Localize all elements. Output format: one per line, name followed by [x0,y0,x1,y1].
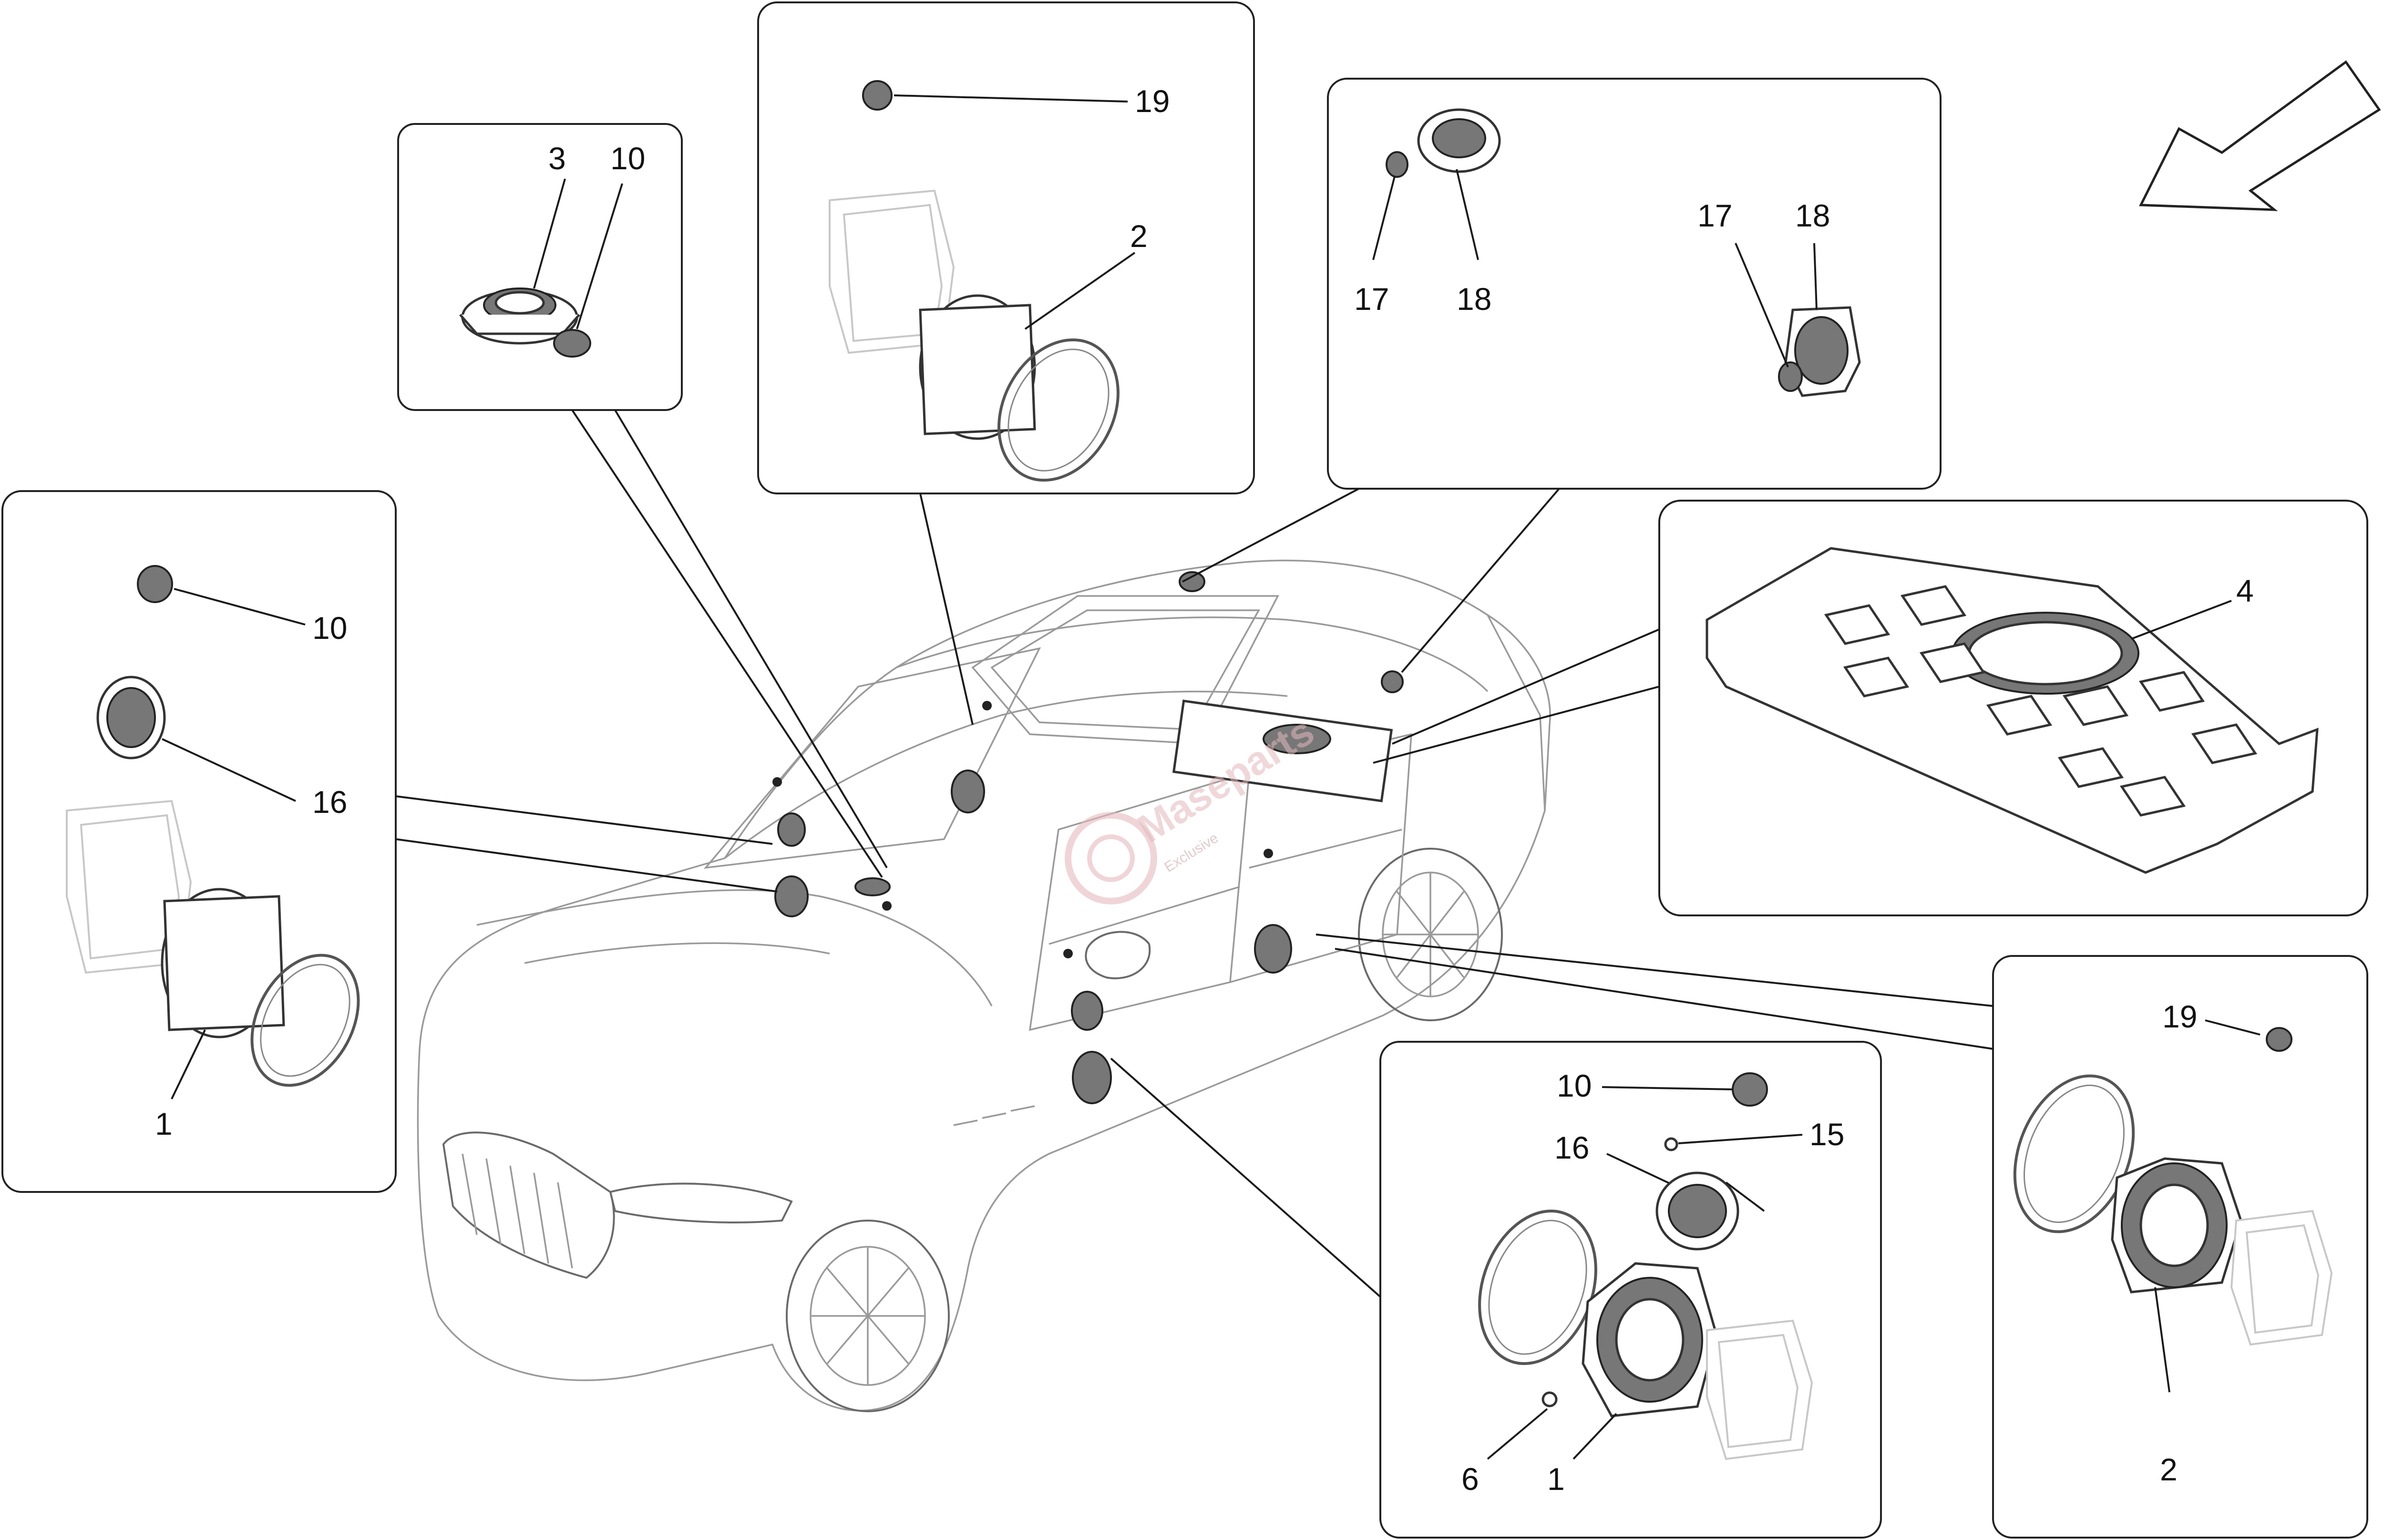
panel-dashboard-tweeter: 3 10 [397,123,888,878]
gasket-ring-icon [997,338,1120,482]
callout-4: 4 [2236,573,2254,608]
panel-front-door-lower: 10 16 1 [1,490,778,1193]
callout-17a: 17 [1354,281,1389,317]
callout-18b: 18 [1795,198,1830,233]
callout-2: 2 [2160,1452,2178,1487]
callout-10: 10 [1557,1068,1592,1103]
callout-3: 3 [548,141,566,176]
car-outline [417,559,1551,1412]
callout-1: 1 [1547,1461,1565,1497]
callout-16: 16 [1554,1130,1589,1165]
callout-18a: 18 [1457,281,1491,317]
callout-6: 6 [1461,1461,1479,1497]
panel-rear-door-right: 19 2 [1315,934,2368,1539]
panel-rear-tweeters: 17 18 17 18 [1182,78,1942,673]
panel-rear-door: 10 16 15 6 1 [1110,1041,1882,1539]
callout-15: 15 [1809,1117,1844,1152]
panel-subwoofer: 4 [1373,500,2368,916]
callout-2: 2 [1130,218,1148,254]
panel-front-door-upper: 19 2 [757,1,1255,725]
gasket-ring-icon [250,954,360,1087]
clip-icon [862,80,893,111]
callout-17b: 17 [1697,198,1732,233]
callout-19: 19 [1135,83,1170,119]
car-speaker-markers [772,571,1404,1104]
callout-19: 19 [2162,999,2197,1034]
callout-16: 16 [312,784,347,820]
direction-arrow-icon [2139,60,2381,211]
callout-1: 1 [155,1106,173,1141]
callout-10: 10 [312,610,347,646]
callout-10: 10 [610,141,645,176]
